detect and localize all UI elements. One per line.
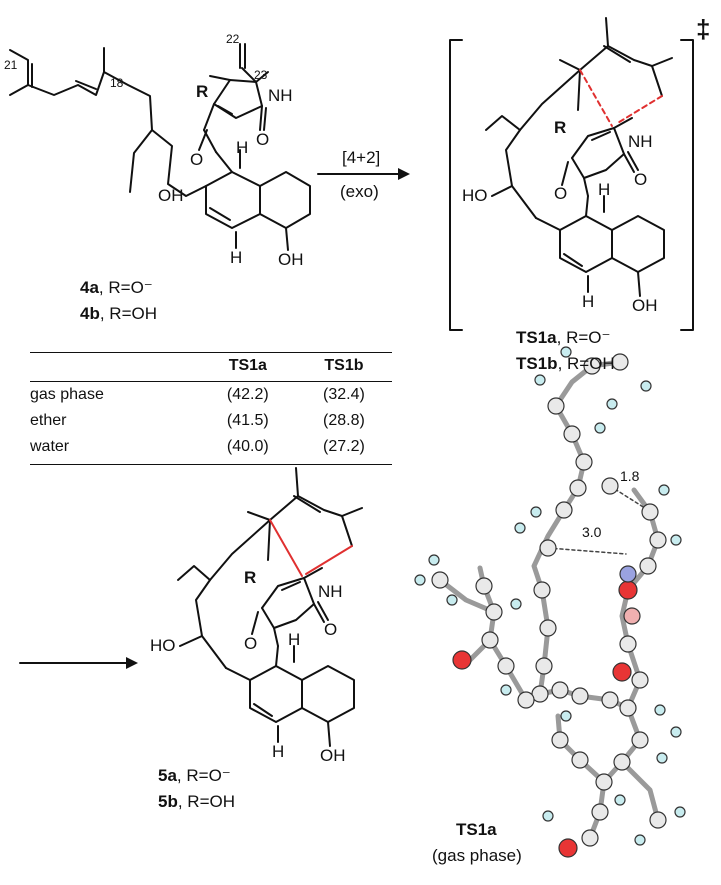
product-skeleton <box>177 467 363 747</box>
ts-forming-bonds <box>579 69 663 127</box>
table-cell: (28.8) <box>323 412 365 429</box>
ts1a-3d-model <box>414 346 686 858</box>
table-cell: gas phase <box>30 386 104 403</box>
product-arrow-skeleton <box>19 657 138 669</box>
atom-number-18: 18 <box>110 76 124 90</box>
product-new-bonds <box>269 519 353 577</box>
table-cell: (41.5) <box>226 412 269 429</box>
atom-number-22: 22 <box>226 32 240 46</box>
reaction-arrow-skeleton <box>317 168 410 180</box>
table-header <box>30 352 200 382</box>
product-chain-ho: HO <box>150 636 176 655</box>
table-header: TS1a <box>199 352 296 382</box>
product-acyl-oxygen: O <box>244 634 258 653</box>
reactant-h-top: H <box>236 138 249 157</box>
compound-label-4b: 4b, R=OH <box>80 304 157 323</box>
compound-label-ts1b: TS1b, R=OH <box>516 354 615 373</box>
product-lactam-oxygen: O <box>324 620 338 639</box>
ts-nh: NH <box>628 132 653 151</box>
barrier-table: TS1a TS1b gas phase (42.2) (32.4) ether … <box>30 352 392 465</box>
table-row: gas phase (42.2) (32.4) <box>30 382 392 409</box>
product-h-top: H <box>288 630 301 649</box>
distance-label-1: 1.8 <box>620 468 640 484</box>
ts-r-group: R <box>554 118 567 137</box>
compound-label-ts1a: TS1a, R=O⁻ <box>516 328 611 347</box>
table-cell: water <box>30 434 200 465</box>
arrow-label-exo: (exo) <box>340 182 379 201</box>
table-row: ether (41.5) (28.8) <box>30 408 392 434</box>
ts-h-top: H <box>598 180 611 199</box>
ts-double-dagger: ‡ <box>696 14 711 44</box>
reactant-ring-oh: OH <box>278 250 304 269</box>
table-row: water (40.0) (27.2) <box>30 434 392 465</box>
reactant-nh: NH <box>268 86 293 105</box>
ts-chain-ho: HO <box>462 186 488 205</box>
ts-brackets <box>449 39 694 331</box>
reactant-skeleton <box>9 43 311 251</box>
reactant-lactam-oxygen: O <box>256 130 270 149</box>
product-nh: NH <box>318 582 343 601</box>
atom-number-21: 21 <box>4 58 18 72</box>
reactant-acyl-oxygen: O <box>190 150 204 169</box>
table-cell: (32.4) <box>323 386 365 403</box>
compound-label-4a: 4a, R=O⁻ <box>80 278 153 297</box>
table-header: TS1b <box>295 352 392 382</box>
arrow-label-cycloaddition: [4+2] <box>342 148 381 167</box>
model-caption: TS1a <box>456 820 497 839</box>
ts-acyl-oxygen: O <box>554 184 568 203</box>
table-cell: ether <box>30 412 67 429</box>
model-caption-sub: (gas phase) <box>432 846 522 865</box>
table-header-row: TS1a TS1b <box>30 352 392 382</box>
reactant-h-bottom: H <box>230 248 243 267</box>
ts-h-bottom: H <box>582 292 595 311</box>
table-cell: (42.2) <box>226 386 269 403</box>
reactant-chain-oh: OH <box>158 186 184 205</box>
ts-ring-oh: OH <box>632 296 658 315</box>
table-cell: (27.2) <box>295 434 392 465</box>
atom-number-23: 23 <box>254 68 268 82</box>
product-h-bottom: H <box>272 742 285 761</box>
ts-lactam-oxygen: O <box>634 170 648 189</box>
ts-skeleton <box>485 17 673 297</box>
product-ring-oh: OH <box>320 746 346 765</box>
reactant-r-group: R <box>196 82 209 101</box>
compound-label-5b: 5b, R=OH <box>158 792 235 811</box>
distance-label-2: 3.0 <box>582 524 602 540</box>
compound-label-5a: 5a, R=O⁻ <box>158 766 231 785</box>
table-cell: (40.0) <box>199 434 296 465</box>
product-r-group: R <box>244 568 257 587</box>
